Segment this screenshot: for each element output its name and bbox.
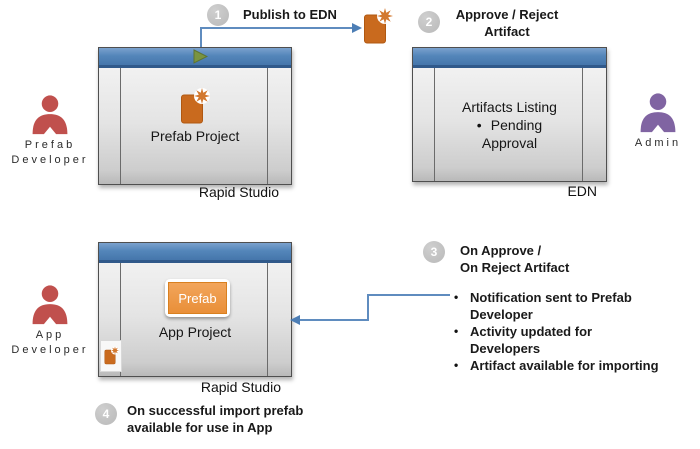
prefab-project-artifact-icon [181,88,210,124]
panel-divider-left [120,263,121,376]
person-icon [32,285,68,325]
prefab-project-label: Prefab Project [150,128,240,144]
panel-divider-right [267,263,268,376]
step-4-label: On successful import prefab available fo… [127,402,303,436]
step-2-line2: Artifact [484,24,530,39]
step-4-badge: 4 [95,403,117,425]
actor-label-line2: Developer [11,154,89,166]
imported-artifact-tile [100,340,122,372]
actor-label-line1: App [35,329,65,341]
rapid-studio-bottom-window: Prefab App Project [98,242,292,377]
step-2-badge: 2 [418,11,440,33]
artifacts-listing-block: Artifacts Listing Pending Approval [413,98,606,152]
step-3-label: On Approve / On Reject Artifact [460,242,569,276]
edn-caption: EDN [567,183,597,199]
panel-divider-left [120,68,121,184]
step-1-badge: 1 [207,4,229,26]
actor-label-line1: Prefab [24,139,76,151]
step-3-bullet-list: Notification sent to Prefab Developer Ac… [452,289,664,374]
actor-admin: Admin [614,93,700,151]
notify-arrow-bottom-segment [299,319,369,321]
notify-arrow-head [290,315,300,325]
step-4-line2: available for use in App [127,420,273,435]
pending-line: Pending [477,116,542,134]
actor-label-line2: Developer [11,344,89,356]
bullet-item: Notification sent to Prefab Developer [452,289,664,323]
person-icon [32,95,68,135]
actor-app-developer: App Developer [2,285,98,358]
rapid-studio-bottom-body: Prefab App Project [99,263,291,376]
step-4-number: 4 [102,407,110,421]
publish-arrow-head [352,23,362,33]
panel-divider-right [267,68,268,184]
edn-window: Artifacts Listing Pending Approval [412,47,607,182]
person-icon [640,93,676,133]
rapid-studio-bottom-caption: Rapid Studio [200,379,281,395]
artifacts-listing-title: Artifacts Listing [462,99,557,115]
step-3-number: 3 [430,245,438,259]
step-2-number: 2 [425,15,433,29]
rapid-studio-top-window: Prefab Project [98,47,292,185]
imported-artifact-icon [104,346,119,365]
actor-label: Admin [634,137,682,149]
step-3-line2: On Reject Artifact [460,260,570,275]
edn-body: Artifacts Listing Pending Approval [413,68,606,181]
notify-arrow-top-segment [367,294,450,296]
app-project-label: App Project [158,324,232,340]
step-2-label: Approve / Reject Artifact [448,6,566,40]
panel-divider-left [434,68,435,181]
rapid-studio-top-caption: Rapid Studio [198,184,279,200]
step-4-line1: On successful import prefab [127,403,304,418]
rapid-studio-bottom-titlebar [99,243,291,263]
step-3-badge: 3 [423,241,445,263]
publish-arrow-vertical [200,28,202,48]
step-1-label: Publish to EDN [243,7,337,22]
approval-line: Approval [481,135,538,151]
rapid-studio-top-body: Prefab Project [99,68,291,184]
published-artifact-icon [364,8,393,44]
bullet-item: Activity updated for Developers [452,323,664,357]
prefab-chip-label: Prefab [168,282,227,314]
actor-prefab-developer: Prefab Developer [2,95,98,168]
edn-titlebar [413,48,606,68]
rapid-studio-top-titlebar [99,48,291,68]
play-icon [193,49,208,64]
prefab-chip: Prefab [165,279,230,317]
publish-arrow-horizontal [200,27,352,29]
step-3-line1: On Approve / [460,243,542,258]
step-1-number: 1 [214,8,222,22]
notify-arrow-vertical-segment [367,294,369,321]
bullet-item: Artifact available for importing [452,357,664,374]
panel-divider-right [582,68,583,181]
step-2-line1: Approve / Reject [455,7,559,22]
